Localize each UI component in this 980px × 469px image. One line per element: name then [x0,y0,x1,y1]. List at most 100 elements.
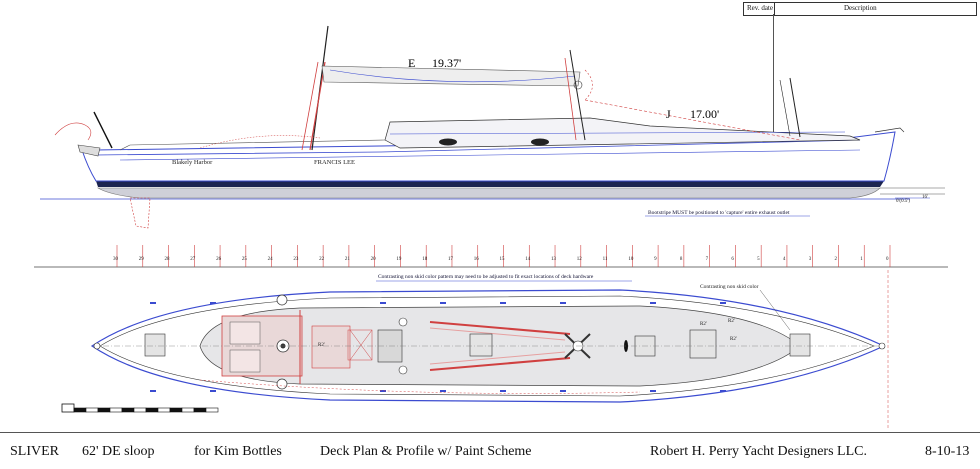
station-label: 4 [783,257,786,262]
station-label: 24 [268,257,274,262]
scale-bar [61,403,219,413]
dim-e-label: E [408,56,415,70]
drawing-date: 8-10-13 [925,444,970,459]
scale-segment [157,407,171,413]
stanchion-base [380,390,386,392]
cove-stripe [119,149,861,161]
station-label: 9 [654,257,657,262]
stanchion-base [150,302,156,304]
profile-view: E 19.37' J 17.00' Blakely Harbor FRANCIS… [40,25,945,229]
scale-segment [85,407,99,413]
station-label: 3 [809,257,812,262]
winch [398,365,408,375]
station-label: 14 [525,257,531,262]
boot-stripe [96,181,884,187]
station-label: 8 [680,257,683,262]
station-label: 7 [706,257,709,262]
stanchion-base [210,390,216,392]
hatch [689,329,717,359]
winch [398,317,408,327]
station-label: 6 [731,257,734,262]
transom-mark: 16' [922,195,928,200]
stanchion-base [560,390,566,392]
station-label: 10 [628,257,634,262]
scale-segment [121,407,135,413]
station-label: 28 [165,257,171,262]
scale-segment [169,407,183,413]
scale-segment [205,407,219,413]
nonskid-pattern-note: Contrasting non skid color pattern may n… [378,273,594,280]
station-label: 1 [860,257,863,262]
dim-e-value: 19.37' [432,56,461,70]
stanchion-base [150,390,156,392]
hatch [469,333,493,357]
scale-segment [133,407,147,413]
station-label: 11 [603,257,608,262]
hatch [789,333,811,357]
stanchion-base [210,302,216,304]
stanchion-base [440,302,446,304]
portlight [439,138,457,146]
station-label: 20 [371,257,377,262]
revision-table: Rev. date Description [743,2,977,16]
stanchion-base [720,302,726,304]
winch [276,294,288,306]
stanchion-base [650,302,656,304]
scale-segment [73,407,87,413]
station-label: 18 [422,257,428,262]
designer-name: Robert H. Perry Yacht Designers LLC. [650,444,867,459]
boat-type: 62' DE sloop [82,444,155,459]
station-label: 19 [396,257,402,262]
hull-name: FRANCIS LEE [314,159,355,166]
stem-mark: 0'(0.5') [896,199,910,204]
dim-j-value: 17.00' [690,107,719,121]
station-label: 2 [834,257,837,262]
scale-segment [193,407,207,413]
hatch [144,333,166,357]
deck-plan: Contrasting non skid color pattern may n… [90,273,886,403]
station-label: 29 [139,257,145,262]
portlight [531,138,549,146]
station-label: 15 [500,257,506,262]
stanchion-base [440,390,446,392]
radius-label: R2' [700,322,707,327]
station-label: 5 [757,257,760,262]
dim-j-label: J [666,107,671,121]
underbody-paint [96,187,881,199]
stanchion-base [650,390,656,392]
rev-description-header: Description [844,4,877,12]
scale-segment [97,407,111,413]
station-label: 17 [448,257,454,262]
stanchion-base [560,302,566,304]
stanchion-base [380,302,386,304]
station-label: 30 [113,257,119,262]
sheer-stripe [95,139,861,156]
sheet-title: Deck Plan & Profile w/ Paint Scheme [320,444,532,459]
scale-segment [109,407,123,413]
rev-date-header: Rev. date [747,4,773,12]
station-label: 26 [216,257,222,262]
stanchion-base [500,390,506,392]
stanchion-base [720,390,726,392]
rev-column-line [773,14,774,144]
client-name: for Kim Bottles [194,444,282,459]
station-label: 25 [242,257,248,262]
station-label: 16 [474,257,480,262]
boat-name: SLIVER [10,444,59,459]
bootstripe-note: Bootstripe MUST be positioned to 'captur… [648,210,790,216]
scale-segment [145,407,159,413]
radius-label: R2' [318,343,325,348]
station-label: 27 [190,257,196,262]
scale-segment [181,407,195,413]
stanchion-base [500,302,506,304]
station-label: 13 [551,257,557,262]
station-label: 23 [293,257,299,262]
station-label: 21 [345,257,351,262]
station-label: 0 [886,257,889,262]
radius-label: R2' [730,337,737,342]
nonskid-color-label: Contrasting non skid color [700,284,759,290]
winch [276,378,288,390]
title-block: SLIVER 62' DE sloop for Kim Bottles Deck… [0,432,980,469]
